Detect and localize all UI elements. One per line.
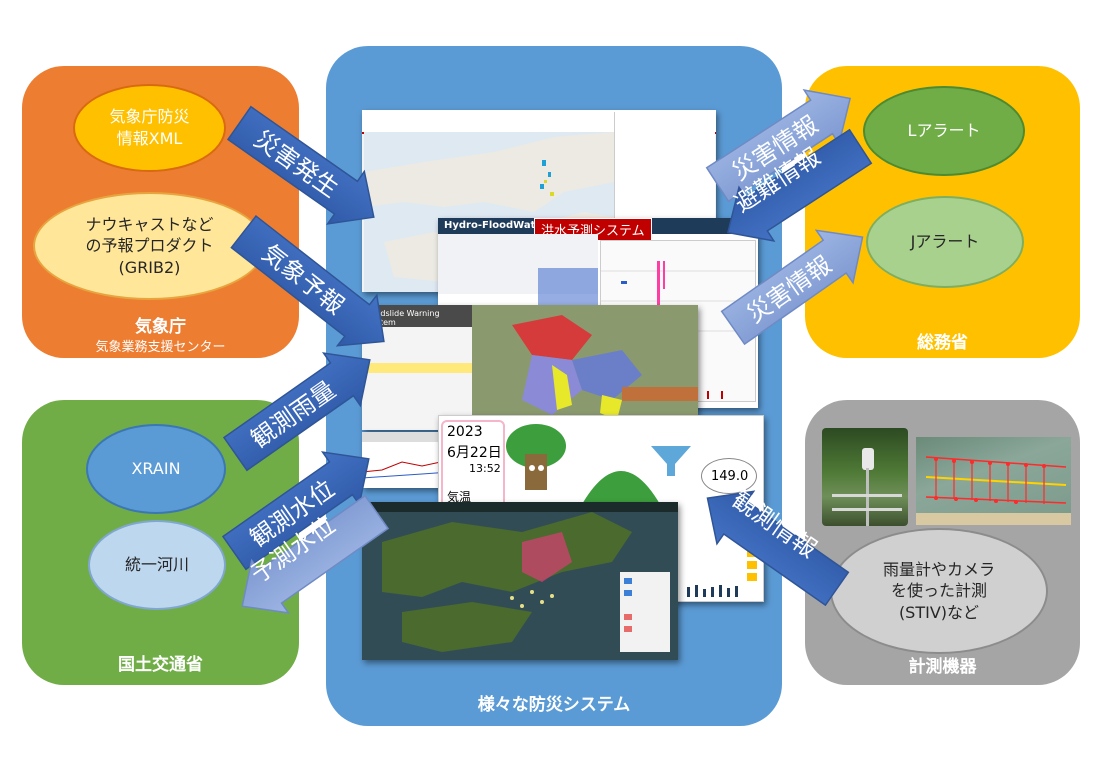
jma-xml-node: 気象庁防災 情報XML	[73, 84, 226, 172]
water-level-mini-chart	[362, 432, 450, 479]
flood-watch-title: Hydro-FloodWatch	[444, 220, 549, 231]
dashboard-rain-value: 149.0	[711, 469, 749, 484]
arrow-obs-info: 観測情報	[706, 485, 850, 607]
l-alert-node: Lアラート	[863, 86, 1025, 176]
dashboard-year: 2023	[447, 424, 483, 440]
water-level-chart-screenshot	[362, 432, 450, 488]
mic-panel-title: 総務省	[917, 333, 968, 353]
rainfall-radar-screenshot	[362, 502, 678, 660]
xrain-node: XRAIN	[86, 424, 226, 514]
arrow-disaster: 災害発生	[226, 105, 375, 225]
jma-panel-subtitle: 気象業務支援センター	[95, 340, 226, 355]
rain-cartoon-graphic	[506, 424, 691, 506]
stiv-camera-photo	[916, 437, 1071, 525]
dashboard-time: 13:52	[469, 462, 501, 475]
devices-panel-title: 計測機器	[908, 657, 977, 677]
dashboard-temp-label: 気温	[447, 490, 472, 504]
mlit-panel-title: 国土交通省	[118, 655, 203, 675]
arrow-forecast: 気象予報	[230, 215, 385, 347]
center-panel-title: 様々な防災システム	[477, 695, 631, 715]
j-alert-node: Jアラート	[866, 196, 1024, 288]
landslide-map-graphic	[472, 305, 698, 430]
river-node: 統一河川	[88, 520, 226, 610]
dashboard-date: 6月22日	[447, 445, 502, 461]
jma-panel-title: 気象庁	[135, 317, 186, 337]
stiv-overlay-graphic	[916, 456, 1071, 525]
sensors-node: 雨量計やカメラ を使った計測 (STIV)など	[830, 528, 1048, 654]
radar-map-graphic	[362, 502, 678, 660]
rain-gauge-photo	[822, 428, 908, 526]
landslide-screenshot: Landslide Warning System	[362, 305, 698, 430]
nowcast-node: ナウキャストなど の予報プロダクト (GRIB2)	[33, 192, 266, 300]
